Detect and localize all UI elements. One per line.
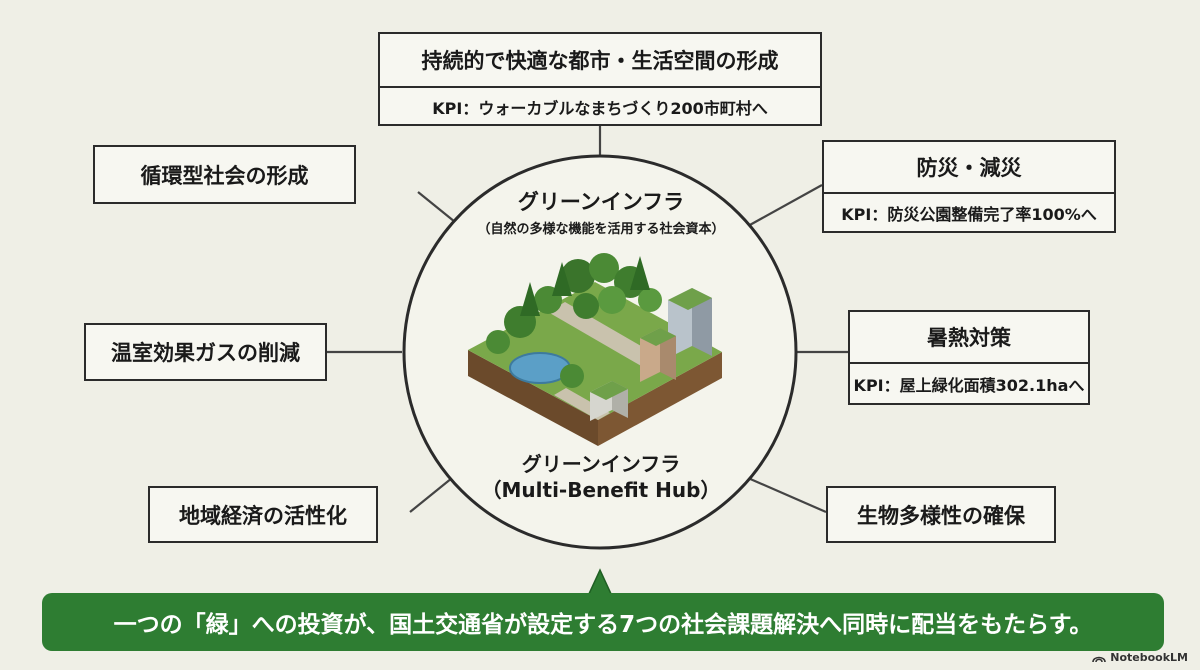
notebooklm-logo-icon [1092, 656, 1107, 662]
node-top-title: 持続的で快適な都市・生活空間の形成 [421, 49, 779, 73]
summary-banner: 一つの「緑」への投資が、国土交通省が設定する7つの社会課題解決へ同時に配当をもた… [42, 593, 1164, 651]
node-upper-right-title: 防災・減災 [916, 156, 1022, 180]
hub-top-subtitle: （自然の多様な機能を活用する社会資本） [477, 222, 725, 237]
hub-top-title: グリーンインフラ [517, 190, 685, 214]
connector-lower-right [747, 476, 827, 514]
node-upper-left: 循環型社会の形成 [93, 145, 356, 204]
connector-lower-left [409, 477, 453, 513]
node-mid-right-kpi: KPI：屋上緑化面積302.1haへ [850, 362, 1088, 404]
node-mid-right: 暑熱対策 KPI：屋上緑化面積302.1haへ [848, 310, 1090, 405]
node-upper-right-kpi: KPI：防災公園整備完了率100%へ [824, 192, 1114, 232]
hub-bottom-subtitle: （Multi-Benefit Hub） [481, 478, 721, 502]
green-infrastructure-illustration [468, 253, 722, 446]
hub-bottom-title: グリーンインフラ [521, 452, 681, 476]
node-mid-right-title: 暑熱対策 [927, 326, 1011, 350]
node-top-kpi: KPI：ウォーカブルなまちづくり200市町村へ [380, 86, 820, 125]
node-top: 持続的で快適な都市・生活空間の形成 KPI：ウォーカブルなまちづくり200市町村… [378, 32, 822, 126]
connector-upper-right [747, 184, 823, 227]
node-lower-right: 生物多様性の確保 [826, 486, 1056, 543]
node-lower-left: 地域経済の活性化 [148, 486, 378, 543]
node-mid-left: 温室効果ガスの削減 [84, 323, 327, 381]
node-upper-right: 防災・減災 KPI：防災公園整備完了率100%へ [822, 140, 1116, 233]
notebooklm-watermark: NotebookLM [1092, 651, 1188, 664]
watermark-text: NotebookLM [1110, 651, 1188, 664]
